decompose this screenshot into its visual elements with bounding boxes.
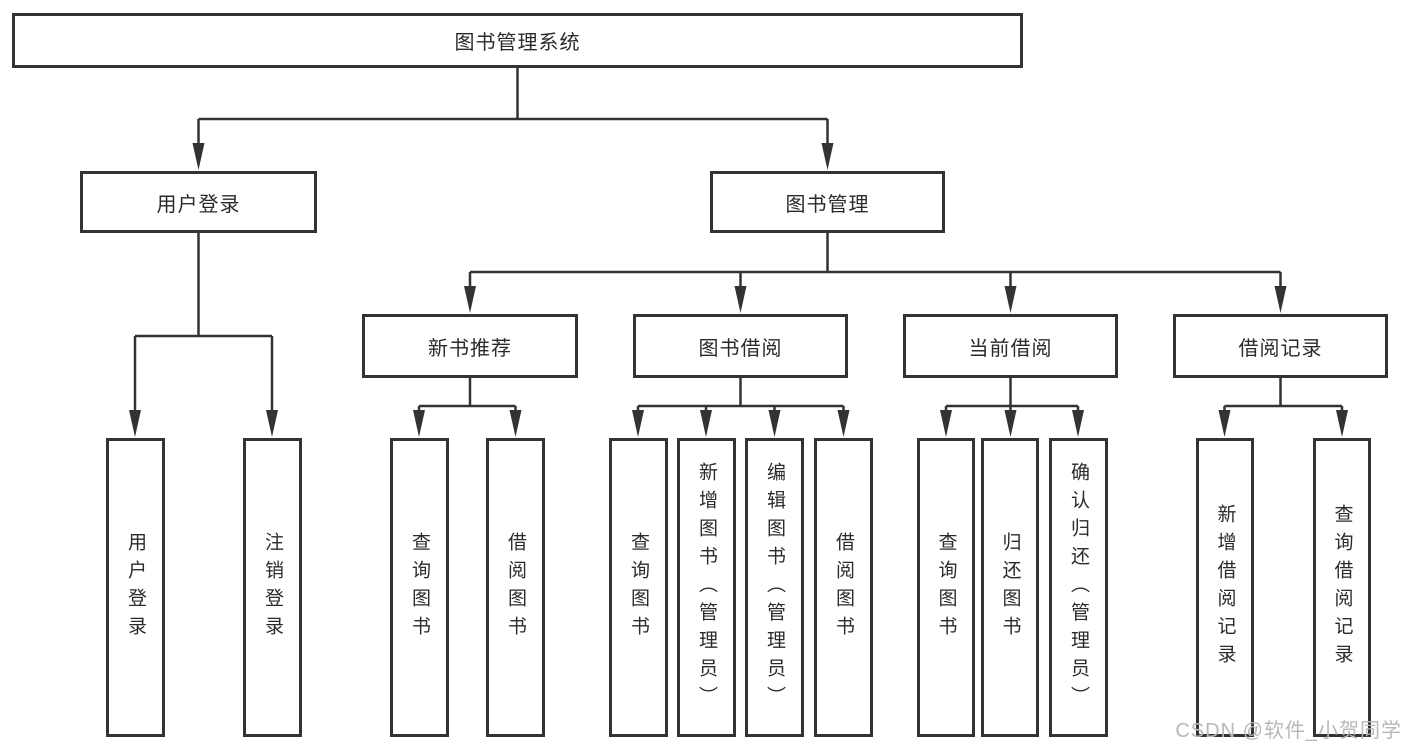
node-new-book-recommend-label: 新书推荐 [428,337,512,360]
leaf-bb-add-book-admin-label: 新增图书（管理员） [696,461,717,714]
node-book-borrow: 图书借阅 [633,314,848,378]
node-current-borrow: 当前借阅 [903,314,1118,378]
leaf-logout-label: 注销登录 [262,531,283,644]
leaf-bb-query-book-label: 查询图书 [628,531,649,644]
leaf-nbr-borrow-book-label: 借阅图书 [505,531,526,644]
leaf-bb-borrow-book-label: 借阅图书 [833,531,854,644]
leaf-cb-return-book-label: 归还图书 [999,531,1021,644]
leaf-logout: 注销登录 [243,438,302,737]
leaf-br-add-record-label: 新增借阅记录 [1214,503,1236,672]
node-user-login-group-label: 用户登录 [156,193,241,216]
leaf-bb-edit-book-admin: 编辑图书（管理员） [745,438,804,737]
leaf-cb-return-book: 归还图书 [981,438,1039,737]
leaf-user-login-label: 用户登录 [125,531,146,644]
node-borrow-records-label: 借阅记录 [1238,337,1323,360]
node-book-borrow-label: 图书借阅 [698,337,783,360]
node-root-label: 图书管理系统 [454,32,581,54]
leaf-bb-borrow-book: 借阅图书 [814,438,873,737]
node-root: 图书管理系统 [12,13,1023,68]
leaf-bb-add-book-admin: 新增图书（管理员） [677,438,736,737]
node-current-borrow-label: 当前借阅 [968,337,1053,360]
leaf-cb-confirm-return-admin: 确认归还（管理员） [1049,438,1108,737]
leaf-user-login: 用户登录 [106,438,165,737]
leaf-bb-query-book: 查询图书 [609,438,668,737]
csdn-watermark: CSDN @软件_小贺同学 [1175,720,1402,742]
node-user-login-group: 用户登录 [80,171,317,233]
node-borrow-records: 借阅记录 [1173,314,1388,378]
node-new-book-recommend: 新书推荐 [362,314,578,378]
leaf-nbr-query-book-label: 查询图书 [409,531,430,644]
leaf-bb-edit-book-admin-label: 编辑图书（管理员） [764,461,785,714]
leaf-br-query-record: 查询借阅记录 [1313,438,1371,737]
node-book-management: 图书管理 [710,171,945,233]
leaf-cb-confirm-return-admin-label: 确认归还（管理员） [1068,461,1089,714]
leaf-br-add-record: 新增借阅记录 [1196,438,1254,737]
leaf-cb-query-book-label: 查询图书 [935,531,957,644]
leaf-cb-query-book: 查询图书 [917,438,975,737]
node-book-management-label: 图书管理 [785,193,870,216]
leaf-nbr-query-book: 查询图书 [390,438,449,737]
leaf-br-query-record-label: 查询借阅记录 [1331,503,1353,672]
leaf-nbr-borrow-book: 借阅图书 [486,438,545,737]
